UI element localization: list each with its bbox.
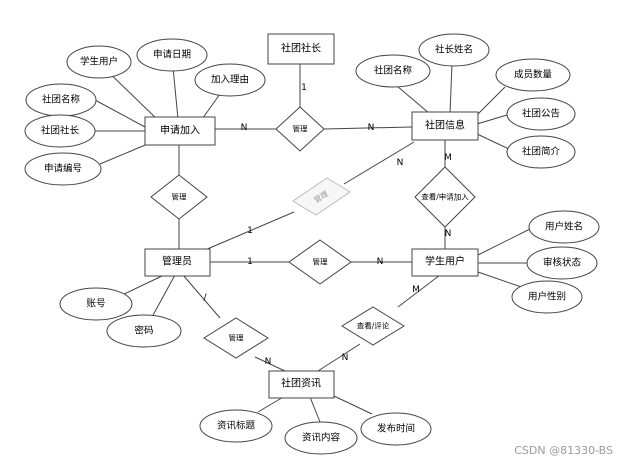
cardinality-label: / <box>203 293 207 303</box>
cardinality-label: M <box>412 285 420 295</box>
attribute-ellipse <box>59 287 133 321</box>
relationship-label: 管理 <box>229 333 244 343</box>
cardinality-label: N <box>342 353 349 363</box>
edge-line <box>476 114 508 125</box>
edge-line <box>254 356 286 372</box>
edge-line <box>474 132 510 150</box>
edge-line <box>151 274 176 318</box>
entity-shetuan-zixun <box>268 370 335 399</box>
cardinality-label: 1 <box>247 226 253 236</box>
attribute-label: 申请日期 <box>153 49 191 61</box>
attribute-label: 学生用户 <box>80 56 118 68</box>
attribute-ellipse <box>355 54 431 88</box>
relationship-diamond-faded <box>292 177 351 216</box>
cardinality-label: N <box>377 257 384 267</box>
attribute-label: 社团名称 <box>374 65 413 77</box>
cardinality-label: 1 <box>301 83 307 93</box>
attribute-ellipse <box>194 63 266 97</box>
attribute-ellipse <box>418 33 490 67</box>
attribute-ellipse <box>506 97 576 131</box>
attribute-label: 发布时间 <box>377 423 415 435</box>
entity-label: 社团社长 <box>281 42 321 55</box>
attribute-label: 用户姓名 <box>545 221 583 233</box>
relationship-label: 管理 <box>313 257 328 267</box>
edge-line <box>182 274 221 319</box>
edge-line <box>474 86 506 118</box>
entity-label: 学生用户 <box>425 255 465 268</box>
cardinality-label: N <box>397 158 404 168</box>
edge-line <box>119 274 165 297</box>
edge-line <box>257 395 286 413</box>
cardinality-label: M <box>444 153 452 163</box>
cardinality-label: 1 <box>247 257 253 267</box>
relationship-diamond <box>341 306 405 346</box>
edge-line <box>449 63 453 115</box>
attribute-label: 社团社长 <box>41 125 80 137</box>
attribute-ellipse <box>528 210 600 244</box>
attribute-ellipse <box>284 421 358 455</box>
attribute-label: 申请编号 <box>44 163 82 175</box>
edge-line <box>333 395 373 415</box>
watermark: CSDN @81330-BS <box>514 444 613 457</box>
entity-label: 申请加入 <box>160 124 200 137</box>
edge-line <box>396 85 431 115</box>
attribute-ellipse <box>511 280 583 314</box>
relationship-diamond <box>203 317 269 359</box>
attribute-ellipse <box>24 114 96 148</box>
edge-line <box>397 274 441 308</box>
edge-line <box>323 126 413 130</box>
relationship-diamond <box>275 106 325 152</box>
attribute-label: 社团公告 <box>522 108 560 120</box>
attribute-label: 审核状态 <box>543 257 582 269</box>
edge-line <box>94 99 146 128</box>
relationship-diamond <box>150 174 208 220</box>
cardinality-label: N <box>368 123 375 133</box>
attribute-ellipse <box>506 135 576 169</box>
entity-label: 管理员 <box>162 255 192 268</box>
attribute-label: 资讯标题 <box>217 420 256 432</box>
attribute-ellipse <box>66 45 132 79</box>
attribute-ellipse <box>360 412 432 446</box>
edge-line <box>477 228 531 256</box>
cardinality-label: N <box>445 229 452 239</box>
attribute-ellipse <box>106 314 182 348</box>
relationship-label: 管理 <box>172 192 187 202</box>
attribute-label: 加入理由 <box>211 74 249 86</box>
relationship-label: 查看/评论 <box>357 321 390 331</box>
attribute-label: 社团名称 <box>42 94 81 106</box>
relationship-diamond <box>414 166 476 228</box>
edge-line <box>204 211 295 251</box>
entity-xuesheng-yonghu <box>411 248 479 277</box>
attribute-label: 成员数量 <box>514 69 553 81</box>
cardinality-label: N <box>265 357 272 367</box>
attribute-label: 资讯内容 <box>302 432 341 444</box>
edge-line <box>99 142 151 165</box>
entity-shetuan-shezhang <box>267 33 335 65</box>
relationship-diamond <box>288 239 352 285</box>
entity-shenqing-jiaru <box>144 116 216 146</box>
entity-guanliyuan <box>144 248 211 277</box>
attribute-label: 社长姓名 <box>435 44 473 56</box>
attribute-label: 密码 <box>134 325 153 337</box>
cardinality-label: N <box>241 123 248 133</box>
relationship-label: 查看/申请加入 <box>421 192 469 202</box>
attribute-ellipse <box>495 58 571 92</box>
attribute-ellipse <box>526 246 598 280</box>
edge-line <box>317 343 361 372</box>
edge-line <box>343 141 415 185</box>
entity-label: 社团信息 <box>425 119 465 132</box>
entity-shetuan-xinxi <box>411 111 479 141</box>
entity-label: 社团资讯 <box>281 377 321 390</box>
attribute-ellipse <box>24 152 102 186</box>
attribute-label: 用户性别 <box>528 291 566 303</box>
relationship-label: 管理 <box>293 124 308 134</box>
attribute-label: 账号 <box>86 299 105 310</box>
attribute-label: 社团简介 <box>522 146 561 158</box>
attribute-ellipse <box>199 409 273 443</box>
attribute-ellipse <box>136 38 208 72</box>
